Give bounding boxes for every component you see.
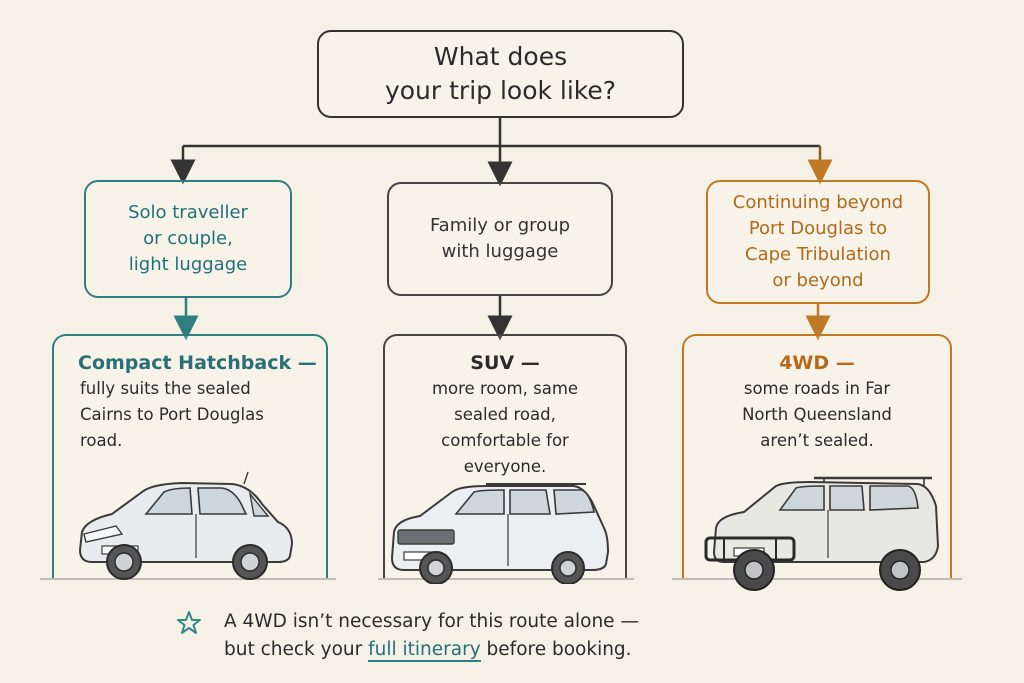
result-heading: SUV — — [470, 352, 540, 374]
footnote-text: before booking. — [480, 639, 632, 660]
result-line: fully suits the sealed — [80, 379, 251, 398]
ground-line — [378, 578, 634, 580]
footnote-line-1: A 4WD isn’t necessary for this route alo… — [224, 611, 639, 632]
result-line: some roads in Far — [743, 379, 891, 398]
result-line: Cairns to Port Douglas — [80, 405, 264, 424]
result-line: aren’t sealed. — [760, 431, 874, 450]
result-line: everyone. — [463, 457, 547, 476]
question-line: Continuing beyond — [732, 192, 904, 213]
hatchback-car-icon — [78, 471, 294, 580]
footnote-text: but check your — [224, 639, 369, 660]
question-line: or couple, — [143, 228, 233, 249]
main-question-line-1: What does — [433, 42, 568, 71]
star-icon — [177, 611, 201, 634]
ground-line — [40, 578, 336, 580]
question-line: light luggage — [128, 254, 248, 275]
option-question-beyond: Continuing beyond Port Douglas to Cape T… — [706, 180, 930, 304]
question-line: with luggage — [441, 241, 559, 262]
question-line: or beyond — [772, 270, 864, 291]
question-line: Cape Tribulation — [745, 244, 891, 265]
result-line: road. — [80, 431, 123, 450]
ground-line — [672, 578, 962, 580]
result-line: comfortable for — [441, 431, 569, 450]
result-heading: 4WD — — [779, 352, 855, 374]
footnote-line-2: but check your full itinerary before boo… — [224, 636, 632, 664]
result-heading: Compact Hatchback — — [78, 352, 317, 374]
question-line: Port Douglas to — [748, 218, 888, 239]
result-line: sealed road, — [454, 405, 556, 424]
full-itinerary-highlight: full itinerary — [368, 639, 481, 662]
result-line: more room, same — [431, 379, 579, 398]
question-line: Family or group — [429, 215, 571, 236]
4wd-car-icon — [704, 476, 940, 591]
option-question-solo: Solo traveller or couple, light luggage — [84, 180, 292, 298]
option-question-family: Family or group with luggage — [387, 182, 613, 296]
result-line: North Queensland — [742, 405, 892, 424]
main-question-line-2: your trip look like? — [384, 76, 617, 105]
suv-car-icon — [390, 483, 610, 584]
question-line: Solo traveller — [128, 202, 248, 223]
main-question-box: What does your trip look like? — [317, 30, 684, 118]
